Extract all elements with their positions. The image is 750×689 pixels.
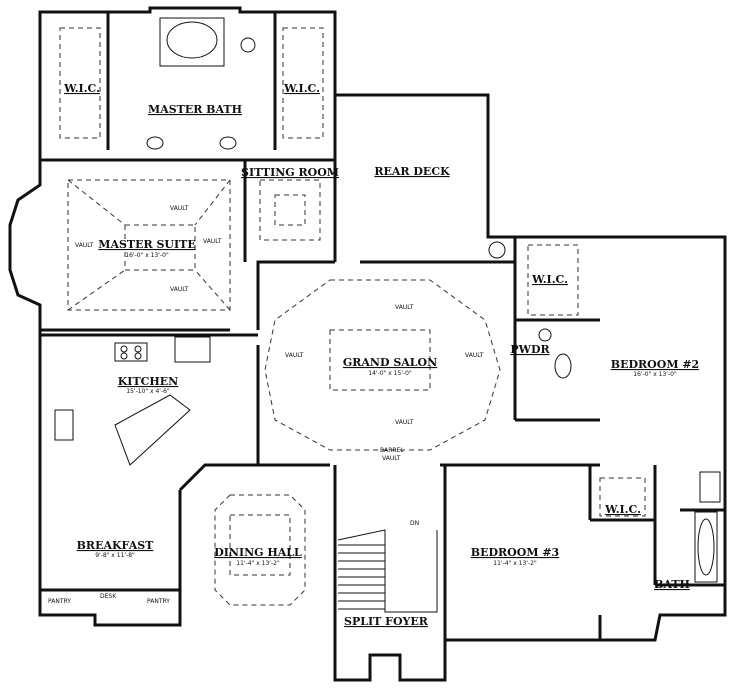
vault-label: VAULT [285, 352, 304, 359]
room-label-wic-left: W.I.C. [63, 82, 100, 95]
room-label-bedroom2: BEDROOM #2 [611, 358, 699, 371]
room-size-dining-hall: 11'-4" x 13'-2" [236, 560, 280, 567]
down-label: DN [410, 520, 419, 527]
vault-label: VAULT [75, 242, 94, 249]
room-label-breakfast: BREAKFAST [77, 539, 155, 552]
pantry-label: PANTRY [48, 598, 71, 605]
barrel-vault-label: BARREL [380, 447, 404, 454]
room-size-bedroom2: 16'-0" x 13'-0" [633, 371, 677, 378]
fixtures [54, 17, 721, 583]
room-size-kitchen: 15'-10" x 4'-6" [126, 388, 170, 395]
room-label-wic-bedroom3: W.I.C. [604, 503, 641, 516]
room-label-wic-right: W.I.C. [283, 82, 320, 95]
ceiling-lines [59, 27, 646, 606]
room-label-kitchen: KITCHEN [118, 375, 178, 388]
room-label-pwdr: PWDR [510, 343, 550, 356]
room-label-sitting-room: SITTING ROOM [241, 166, 339, 179]
exterior-walls [8, 6, 727, 682]
room-label-master-suite: MASTER SUITE [98, 238, 195, 251]
room-label-bedroom3: BEDROOM #3 [471, 546, 559, 559]
room-label-wic-bedroom2: W.I.C. [531, 273, 568, 286]
room-label-master-bath: MASTER BATH [148, 103, 242, 116]
room-label-bath: BATH [654, 578, 690, 591]
interior-walls [40, 12, 725, 640]
room-label-split-foyer: SPLIT FOYER [344, 615, 429, 628]
vault-label: VAULT [170, 286, 189, 293]
room-size-breakfast: 9'-8" x 11'-8" [95, 552, 135, 559]
stair-railing [337, 529, 438, 613]
room-size-bedroom3: 11'-4" x 13'-2" [493, 560, 537, 567]
vault-label: VAULT [170, 205, 189, 212]
pantry-label: PANTRY [147, 598, 170, 605]
barrel-vault-label: VAULT [382, 455, 401, 462]
stairs[interactable] [337, 529, 438, 613]
room-label-dining-hall: DINING HALL [214, 546, 302, 559]
room-label-grand-salon: GRAND SALON [343, 356, 437, 369]
vault-label: VAULT [395, 419, 414, 426]
room-label-rear-deck: REAR DECK [374, 165, 450, 178]
desk-label: DESK [100, 593, 117, 600]
room-size-master-suite: 16'-0" x 13'-0" [125, 252, 169, 259]
vault-label: VAULT [465, 352, 484, 359]
vault-label: VAULT [203, 238, 222, 245]
room-size-grand-salon: 14'-0" x 15'-0" [368, 370, 412, 377]
vault-label: VAULT [395, 304, 414, 311]
